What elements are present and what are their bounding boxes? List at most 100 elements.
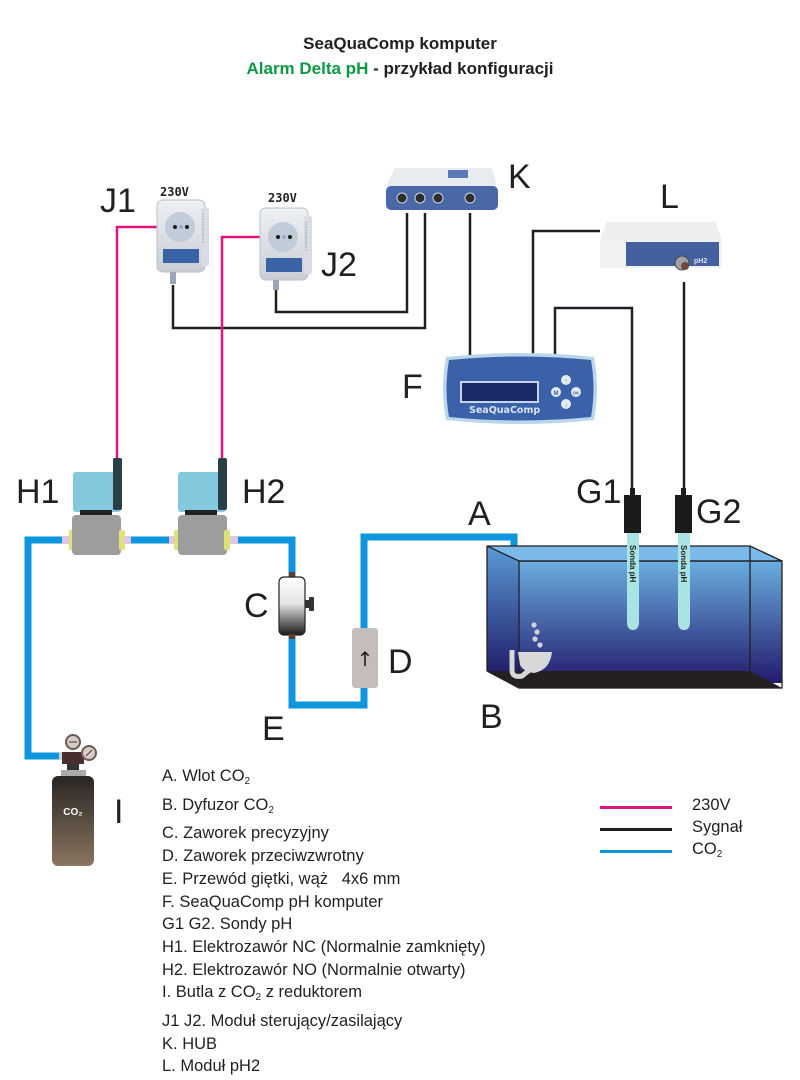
legend-item-text: Elektrozawór NC (Normalnie zamknięty) [192, 937, 486, 956]
legend-item-key: H1. [162, 937, 193, 956]
probe-g1-label: Sonda pH [628, 545, 637, 583]
label-f: F [402, 368, 423, 406]
button-up-icon: ↑ [565, 379, 568, 385]
label-g1: G1 [576, 473, 621, 511]
label-c: C [244, 587, 269, 625]
aquarium-front-water [519, 561, 782, 683]
ph-probe-g1: Sonda pH [624, 488, 641, 630]
hub [386, 168, 498, 210]
legend-item-text: Moduł sterujący/zasilający [210, 1012, 403, 1031]
legend-item-key: J1 J2. [162, 1012, 211, 1031]
legend-item-text: Dyfuzor CO [182, 795, 269, 814]
solenoid-valve-h1 [62, 458, 131, 555]
legend-item-key: D. [162, 847, 184, 866]
line-key-swatch [600, 806, 672, 809]
ph-probe-g2: Sonda pH [675, 488, 692, 630]
legend-item: J1 J2. Moduł sterujący/zasilający [162, 1010, 486, 1033]
solenoid-valve-h2 [169, 458, 238, 555]
legend-item: A. Wlot CO2 [162, 765, 486, 794]
ph-controller: SeaQuaComp ↑ M OK ↓ [443, 353, 597, 424]
legend-item: G1 G2. Sondy pH [162, 913, 486, 936]
line-key-label: 230V [692, 796, 731, 814]
label-j1: J1 [100, 182, 136, 220]
legend-item: I. Butla z CO2 z reduktorem [162, 981, 486, 1010]
legend-item-key: E. [162, 869, 183, 888]
signal-wires [171, 213, 686, 495]
legend-item-text: Sondy pH [219, 915, 293, 934]
subtitle-highlight: Alarm Delta pH [246, 59, 369, 78]
legend-item: L. Moduł pH2 [162, 1055, 486, 1078]
legend-item-key: K. [162, 1034, 183, 1053]
legend-item-key: G1 G2. [162, 915, 220, 934]
j2-voltage-label: 230V [268, 191, 297, 205]
label-i: I [114, 793, 123, 831]
control-module-j1: 230V [156, 185, 209, 284]
legend-item-text: HUB [182, 1034, 218, 1053]
legend-item: C. Zaworek precyzyjny [162, 822, 486, 845]
precision-valve [278, 572, 314, 639]
button-ok-label: OK [573, 391, 581, 396]
line-key-label: Sygnał [692, 818, 743, 836]
legend-item-key: C. [162, 824, 184, 843]
label-g2: G2 [696, 493, 741, 531]
label-e: E [262, 710, 285, 748]
wire-j1-to-hub [171, 213, 427, 330]
legend-item-key: A. [162, 767, 183, 785]
line-key-swatch [600, 850, 672, 853]
legend-item-key: L. [162, 1057, 181, 1076]
tube-cylinder-to-h1 [24, 536, 62, 760]
label-b: B [480, 698, 503, 736]
legend-item-text: Elektrozawór NO (Normalnie otwarty) [192, 960, 466, 979]
label-h2: H2 [242, 473, 285, 511]
wire-j2-to-h2 [220, 235, 268, 462]
legend-item-text: Przewód giętki, wąż 4x6 mm [182, 869, 401, 888]
legend-item-subscript: 2 [268, 804, 274, 816]
ph2-module-label: pH2 [694, 258, 707, 265]
subtitle-rest: - przykład konfiguracji [368, 59, 554, 78]
legend-item: F. SeaQuaComp pH komputer [162, 891, 486, 914]
diagram-subtitle: Alarm Delta pH - przykład konfiguracji [0, 59, 800, 79]
label-k: K [508, 158, 531, 196]
ph2-module: pH2 [600, 222, 722, 271]
legend-item-key: I. [162, 983, 176, 1002]
j1-voltage-label: 230V [160, 185, 189, 199]
legend-item-subscript: 2 [255, 992, 262, 1004]
cylinder-label: CO₂ [63, 807, 82, 818]
legend-item-text: Butla z CO [175, 983, 256, 1002]
legend-item: B. Dyfuzor CO2 [162, 794, 486, 823]
legend-item-key: B. [162, 795, 183, 814]
legend-item-text: Moduł pH2 [180, 1057, 261, 1076]
wire-g1-to-controller [553, 306, 634, 495]
legend-item-key: F. [162, 892, 180, 911]
aquarium-floor [487, 671, 782, 688]
label-a: A [468, 495, 491, 533]
label-j2: J2 [321, 246, 357, 284]
diagram-title: SeaQuaComp komputer [303, 34, 497, 53]
legend-item: E. Przewód giętki, wąż 4x6 mm [162, 868, 486, 891]
check-valve-arrow-icon: ↑ [357, 647, 374, 671]
tube-h2-to-c [238, 536, 296, 578]
label-d: D [388, 643, 413, 681]
control-module-j2: 230V [259, 191, 312, 290]
wire-ph2-to-controller [531, 229, 600, 355]
check-valve: ↑ [352, 628, 378, 688]
legend-item-key: H2. [162, 960, 193, 979]
co2-diffuser [509, 622, 552, 679]
co2-cylinder: CO₂ [52, 734, 97, 866]
button-down-icon: ↓ [565, 403, 568, 409]
legend-item: H2. Elektrozawór NO (Normalnie otwarty) [162, 959, 486, 982]
legend-item-text: SeaQuaComp pH komputer [179, 892, 384, 911]
legend-item-suffix: z reduktorem [261, 983, 362, 1002]
legend-item: K. HUB [162, 1033, 486, 1056]
legend-item-text: Zaworek przeciwzwrotny [183, 847, 364, 866]
probe-g2-label: Sonda pH [679, 545, 688, 583]
legend-item: D. Zaworek przeciwzwrotny [162, 845, 486, 868]
line-key-swatch [600, 828, 672, 831]
legend-item-text: Wlot CO [182, 767, 245, 785]
label-h1: H1 [16, 473, 59, 511]
legend-item-subscript: 2 [244, 776, 251, 787]
label-l: L [660, 178, 679, 216]
line-key-label: CO2 [692, 840, 723, 860]
